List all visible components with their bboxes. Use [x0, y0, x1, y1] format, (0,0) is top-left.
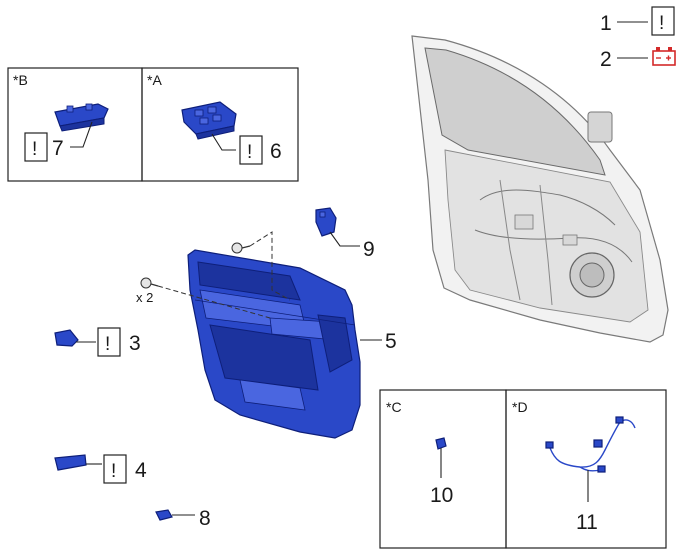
part-6-power-window-switch	[181, 101, 237, 140]
callout-7-symbol: !	[32, 139, 37, 160]
inset-c-tag: *C	[386, 399, 402, 415]
callout-4-symbol: !	[111, 461, 116, 482]
caution-box-7	[24, 132, 48, 162]
inset-d: *D 11	[505, 389, 667, 549]
screw-lower	[140, 277, 159, 289]
callout-9-number: 9	[363, 238, 375, 261]
caution-box-6	[239, 135, 263, 165]
part-10-connector	[435, 437, 447, 450]
inset-a-tag: *A	[147, 72, 162, 88]
inset-c: *C 10	[379, 389, 507, 549]
door-assembly-illustration	[411, 35, 669, 343]
leader-7	[70, 121, 93, 148]
legend-symbol-1: !	[659, 13, 664, 34]
mirror-mount	[587, 111, 613, 143]
part-9-clip	[315, 207, 337, 237]
part-4-pull-handle-cover	[54, 454, 87, 471]
part-7-switch-base	[54, 103, 109, 132]
callout-10-number: 10	[430, 484, 453, 507]
callout-7-number: 7	[52, 137, 64, 160]
callout-6-number: 6	[270, 140, 282, 163]
callout-3-symbol: !	[105, 334, 110, 355]
inset-a: *A ! 6	[141, 67, 299, 182]
callout-4-number: 4	[135, 459, 147, 482]
battery-icon	[652, 47, 676, 66]
screw-upper	[231, 242, 251, 254]
part-11-wire-harness	[545, 416, 636, 473]
callout-5-number: 5	[385, 330, 397, 353]
callout-3-number: 3	[129, 332, 141, 355]
legend-number-1: 1	[600, 12, 612, 35]
screw-lower-dashed-leader	[157, 285, 271, 319]
legend-number-2: 2	[600, 48, 612, 71]
fastener-quantity-note: x 2	[136, 290, 153, 305]
callout-6-symbol: !	[247, 142, 252, 163]
part-5-door-trim-panel	[187, 249, 361, 439]
legend: 1 ! 2	[600, 6, 676, 71]
callout-8-number: 8	[199, 507, 211, 530]
inset-b-tag: *B	[13, 72, 28, 88]
leader-9	[329, 231, 360, 247]
callout-11-number: 11	[576, 511, 598, 534]
part-8-clip	[155, 509, 173, 521]
caution-box-3	[97, 327, 121, 357]
inset-b: *B ! 7	[7, 67, 143, 182]
leader-6	[211, 133, 236, 151]
caution-box-4	[103, 454, 127, 484]
inset-d-tag: *D	[512, 399, 528, 415]
part-3-handle-bezel	[54, 329, 79, 347]
caution-box-icon	[651, 6, 675, 36]
